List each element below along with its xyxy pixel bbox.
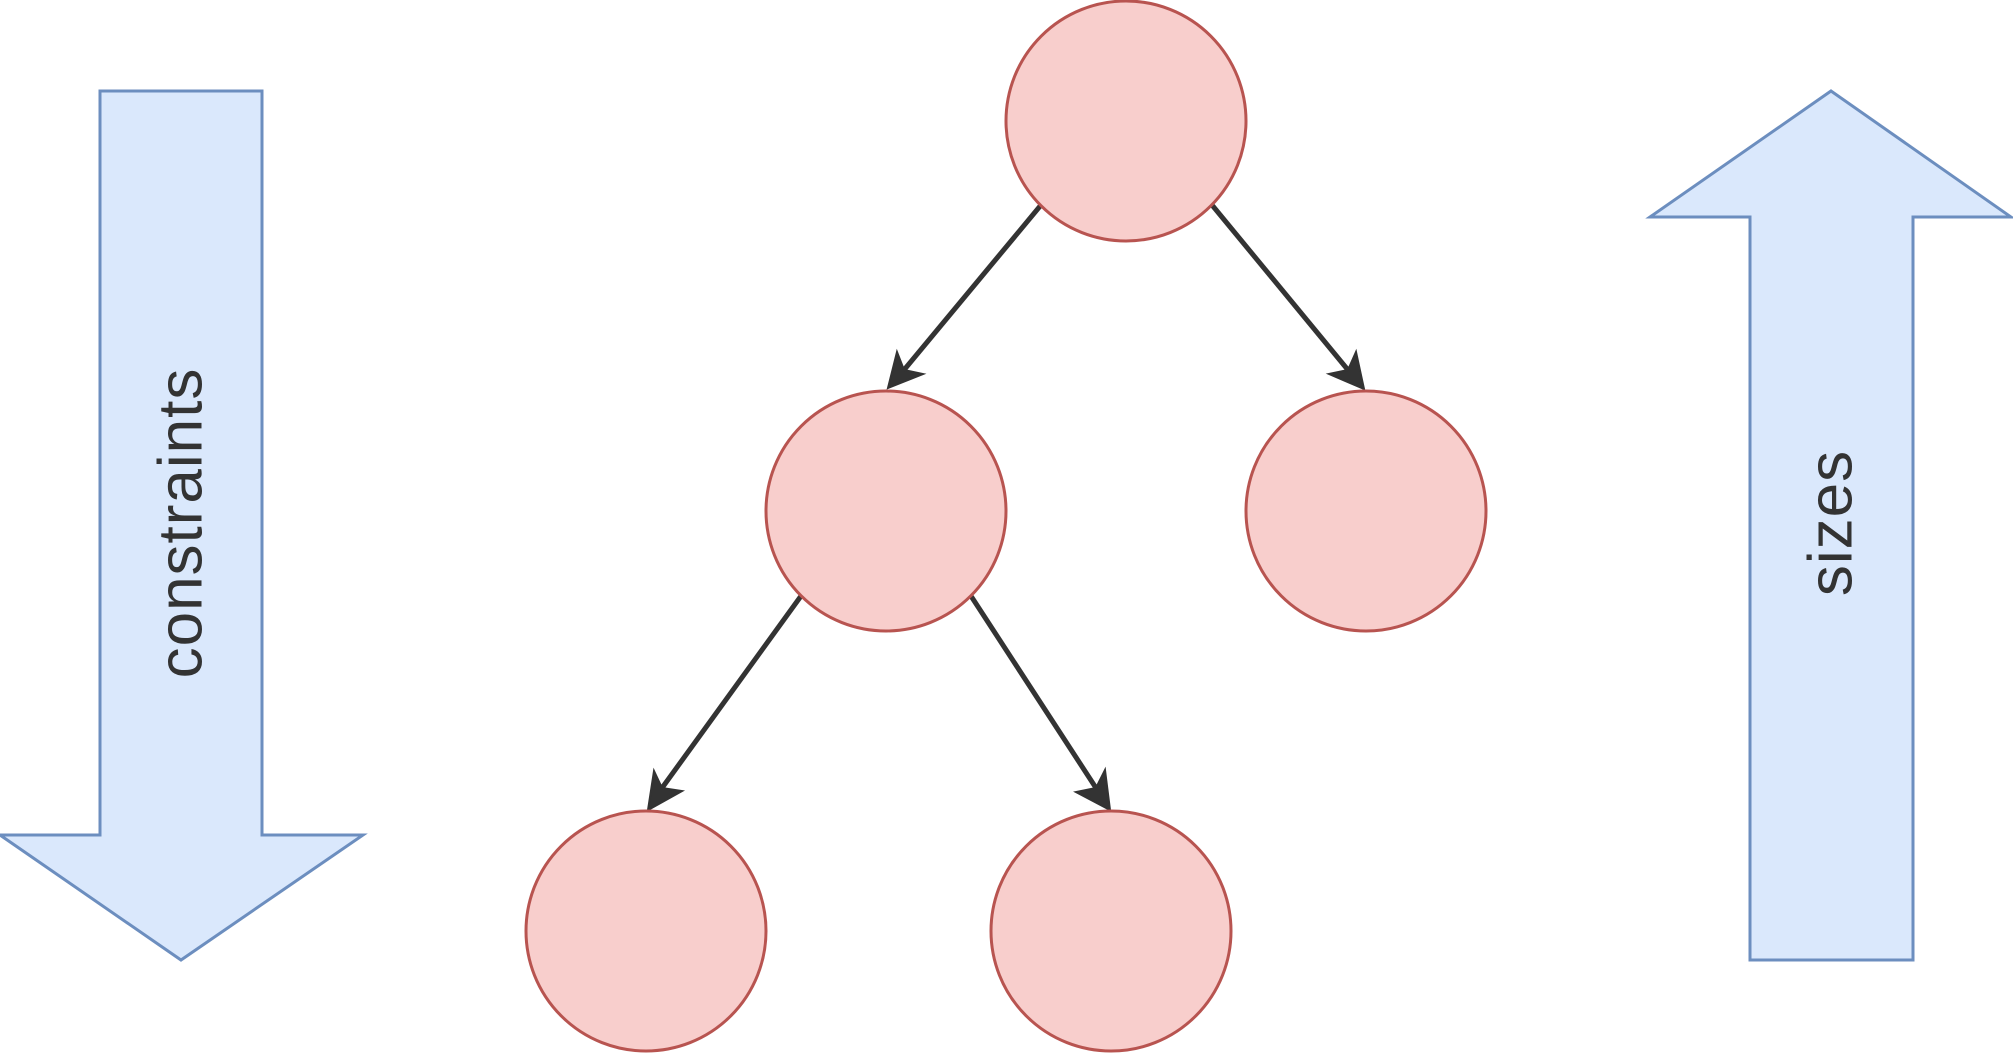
left-left-child-node bbox=[524, 809, 768, 1053]
tree-edges bbox=[646, 203, 1366, 812]
constraints-arrow: constraints bbox=[0, 89, 368, 962]
constraints-label: constraints bbox=[147, 368, 216, 679]
edge-root-to-right-child bbox=[1210, 203, 1366, 391]
edge-left-child-to-left-left-child bbox=[646, 594, 804, 812]
up-arrow-shape bbox=[1645, 89, 2013, 962]
arrowhead-icon bbox=[1073, 766, 1112, 812]
right-child-node bbox=[1244, 389, 1488, 633]
arrowhead-icon bbox=[1325, 348, 1366, 391]
left-child-node bbox=[764, 389, 1008, 633]
arrowhead-icon bbox=[886, 348, 927, 390]
left-right-child-node bbox=[989, 809, 1233, 1053]
sizes-arrow: sizes bbox=[1645, 89, 2013, 962]
root-node bbox=[1004, 0, 1248, 243]
edge-root-to-left-child bbox=[886, 203, 1043, 390]
down-arrow-shape bbox=[0, 89, 368, 962]
tree-nodes bbox=[524, 0, 1488, 1053]
sizes-label: sizes bbox=[1797, 450, 1866, 596]
edge-left-child-to-left-right-child bbox=[968, 594, 1112, 812]
arrowhead-icon bbox=[646, 767, 686, 812]
